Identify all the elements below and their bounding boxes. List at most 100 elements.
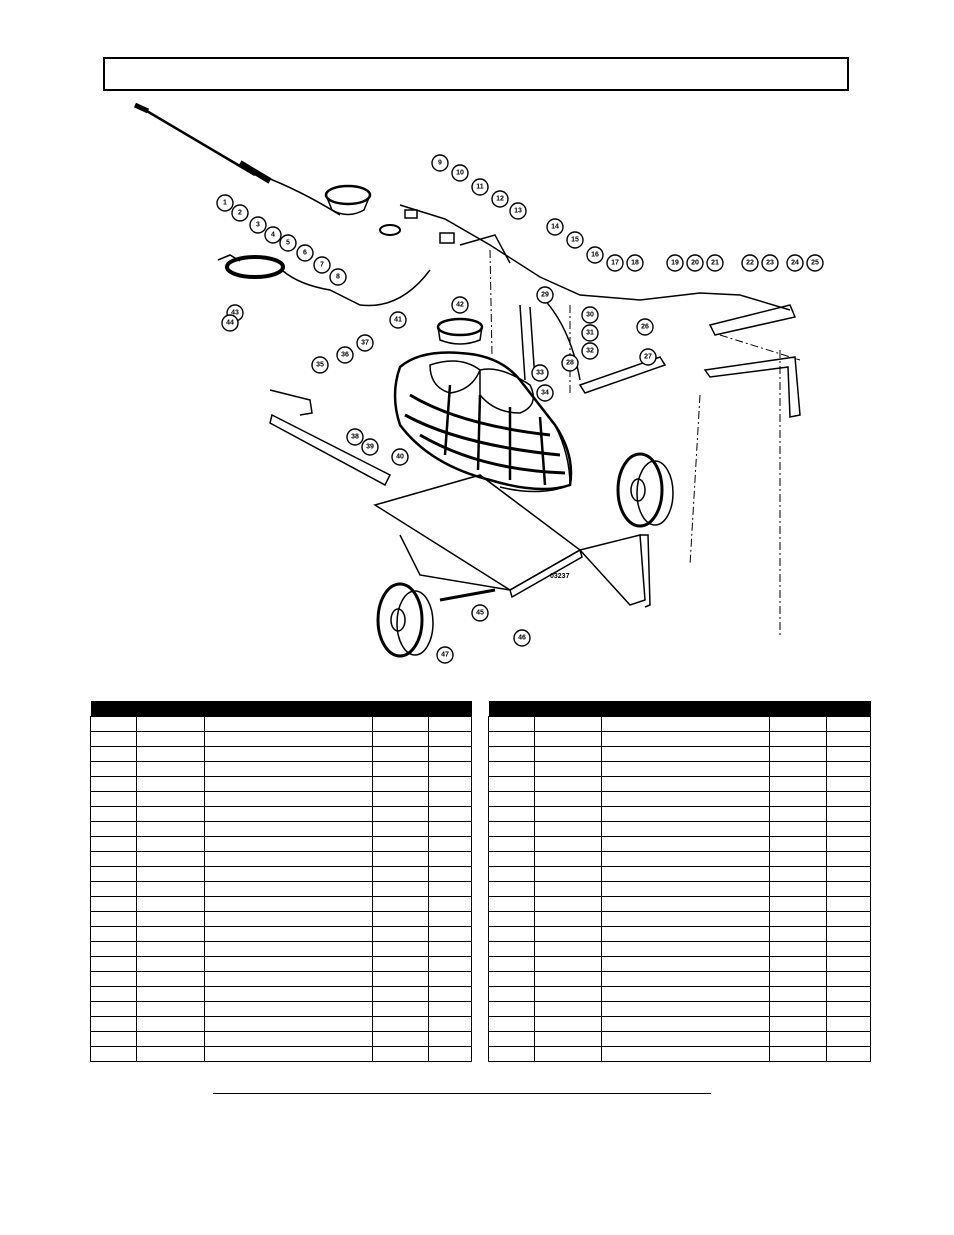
table-row	[488, 911, 871, 927]
table-cell	[601, 1031, 770, 1047]
callout-number: 8	[336, 274, 340, 281]
part-callout: 42	[451, 296, 469, 314]
table-cell	[769, 926, 827, 942]
parts-table-left	[90, 701, 472, 1062]
table-cell	[488, 806, 535, 822]
part-callout: 45	[471, 604, 489, 622]
part-callout: 40	[391, 448, 409, 466]
table-cell	[769, 1001, 827, 1017]
part-callout: 8	[329, 268, 347, 286]
table-cell	[826, 1046, 871, 1062]
table-cell	[428, 836, 472, 852]
table-cell	[136, 896, 205, 912]
part-callout: 22	[741, 254, 759, 272]
table-cell	[136, 1031, 205, 1047]
table-cell	[488, 761, 535, 777]
callout-number: 39	[366, 444, 374, 451]
callout-number: 24	[791, 260, 799, 267]
callout-number: 44	[226, 320, 234, 327]
footer-rule	[213, 1093, 711, 1094]
callout-circle	[806, 254, 824, 272]
part-callout: 37	[356, 334, 374, 352]
part-callout: 5	[279, 234, 297, 252]
callout-number: 47	[441, 652, 449, 659]
table-cell	[826, 776, 871, 792]
table-cell	[826, 1001, 871, 1017]
table-cell	[601, 761, 770, 777]
callout-circle	[336, 346, 354, 364]
table-cell	[90, 1046, 137, 1062]
callout-number: 45	[476, 610, 484, 617]
table-cell	[534, 791, 602, 807]
table-cell	[534, 761, 602, 777]
callout-number: 17	[611, 260, 619, 267]
parts-table-right	[488, 701, 871, 1062]
callout-number: 42	[456, 302, 464, 309]
part-callout: 15	[566, 231, 584, 249]
part-callout: 21	[706, 254, 724, 272]
callout-circle	[786, 254, 804, 272]
part-callout: 24	[786, 254, 804, 272]
table-cell	[204, 1001, 373, 1017]
callout-circle	[361, 438, 379, 456]
table-row	[488, 821, 871, 837]
callout-circle	[509, 202, 527, 220]
table-cell	[534, 776, 602, 792]
table-cell	[534, 1016, 602, 1032]
part-callout: 7	[313, 256, 331, 274]
table-row	[488, 791, 871, 807]
part-callout: 10	[451, 164, 469, 182]
callout-number: 16	[591, 252, 599, 259]
table-cell	[769, 986, 827, 1002]
table-cell	[534, 986, 602, 1002]
table-cell	[204, 716, 373, 732]
table-cell	[90, 971, 137, 987]
table-row	[488, 1046, 871, 1062]
callout-circle	[491, 190, 509, 208]
table-row	[488, 1016, 871, 1032]
callout-circle	[451, 164, 469, 182]
table-cell	[90, 776, 137, 792]
table-cell	[826, 926, 871, 942]
table-cell	[826, 746, 871, 762]
callout-circle	[586, 246, 604, 264]
table-cell	[534, 881, 602, 897]
table-cell	[372, 806, 429, 822]
table-cell	[601, 941, 770, 957]
table-cell	[428, 941, 472, 957]
table-cell	[204, 971, 373, 987]
table-cell	[534, 1046, 602, 1062]
callout-circle	[391, 448, 409, 466]
callout-circle	[279, 234, 297, 252]
table-cell	[601, 881, 770, 897]
table-cell	[534, 971, 602, 987]
table-cell	[90, 791, 137, 807]
callout-circle	[311, 356, 329, 374]
table-cell	[769, 806, 827, 822]
callout-number: 13	[514, 208, 522, 215]
table-cell	[601, 791, 770, 807]
table-cell	[204, 1046, 373, 1062]
table-row	[90, 881, 472, 897]
table-cell	[769, 761, 827, 777]
callout-number: 6	[303, 250, 307, 257]
table-cell	[90, 866, 137, 882]
table-cell	[488, 746, 535, 762]
part-callout: 39	[361, 438, 379, 456]
table-cell	[488, 926, 535, 942]
callout-number: 4	[271, 232, 275, 239]
callout-circle	[706, 254, 724, 272]
table-cell	[372, 881, 429, 897]
table-cell	[428, 731, 472, 747]
table-cell	[372, 776, 429, 792]
callout-circle	[581, 342, 599, 360]
table-cell	[601, 866, 770, 882]
part-callout: 26	[636, 318, 654, 336]
callout-number: 30	[586, 312, 594, 319]
page-title-box	[103, 57, 849, 91]
table-cell	[428, 1046, 472, 1062]
table-cell	[601, 716, 770, 732]
callout-number: 10	[456, 170, 464, 177]
table-cell	[534, 821, 602, 837]
table-row	[488, 746, 871, 762]
